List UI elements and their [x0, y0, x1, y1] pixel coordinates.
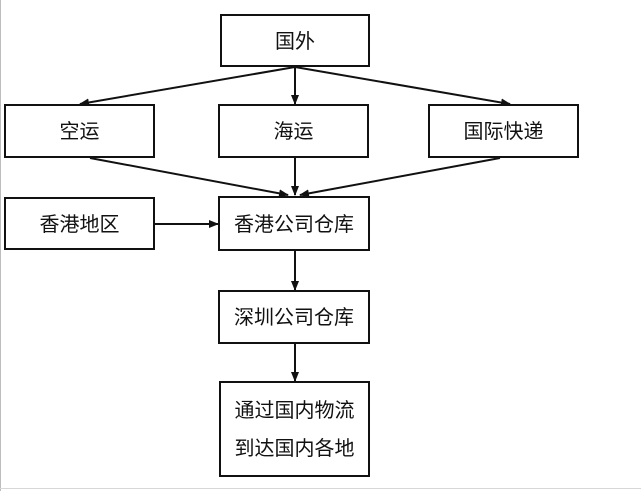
node-domestic-line-1: 通过国内物流	[234, 398, 355, 422]
bottom-border	[0, 488, 641, 489]
node-shenzhen-warehouse: 深圳公司仓库	[218, 290, 370, 344]
arrow-express-to-hk-warehouse	[299, 157, 501, 198]
node-international-express-label: 国际快递	[463, 119, 544, 143]
node-sea-freight-label: 海运	[273, 119, 314, 143]
node-overseas: 国外	[220, 14, 370, 67]
arrow-overseas-to-express	[294, 66, 511, 107]
node-air-freight: 空运	[4, 104, 155, 158]
node-air-freight-label: 空运	[59, 119, 100, 143]
node-international-express: 国际快递	[428, 104, 579, 158]
left-border	[0, 0, 1, 491]
node-hongkong-warehouse-label: 香港公司仓库	[234, 211, 354, 236]
node-overseas-label: 国外	[275, 28, 315, 53]
node-domestic-logistics: 通过国内物流 到达国内各地	[219, 381, 370, 477]
node-hongkong-warehouse: 香港公司仓库	[218, 196, 370, 251]
node-domestic-line-2: 到达国内各地	[234, 436, 355, 460]
node-hongkong-region: 香港地区	[4, 197, 155, 250]
arrow-overseas-to-air	[79, 66, 296, 107]
node-sea-freight: 海运	[218, 104, 369, 158]
arrow-air-to-hk-warehouse	[89, 157, 289, 198]
node-hongkong-region-label: 香港地区	[39, 211, 120, 236]
node-shenzhen-warehouse-label: 深圳公司仓库	[234, 305, 354, 329]
